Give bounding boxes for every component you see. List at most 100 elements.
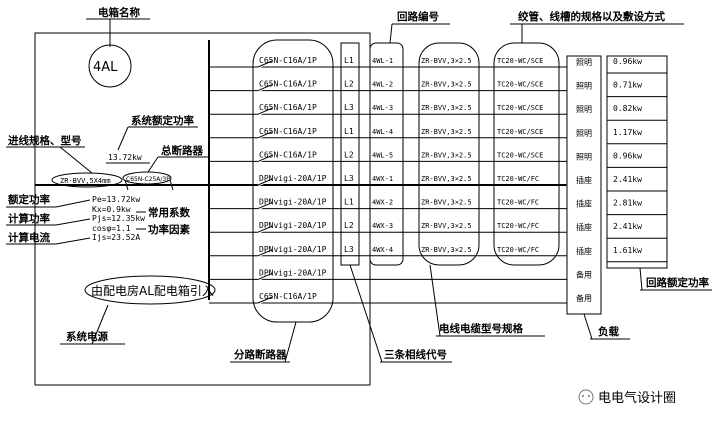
phase-code: L1 [344, 198, 354, 207]
breaker-switch [257, 202, 273, 210]
cable-model: ZR-BVV,3×2.5 [421, 81, 472, 89]
load-type: 备用 [576, 293, 592, 303]
system-power-value: 13.72kw [108, 153, 142, 162]
common-factor-label: 常用系数 [148, 206, 190, 219]
conduit-spec: TC20-WC/SCE [497, 128, 543, 136]
circuit-power: 1.17kw [613, 128, 642, 137]
conduit-spec: TC20-WC/SCE [497, 104, 543, 112]
breaker-switch [257, 249, 273, 257]
box-id: 4AL [93, 60, 118, 75]
phase-code: L3 [344, 245, 354, 254]
load-type: 插座 [576, 199, 592, 209]
cable-model-label: 电线电缆型号规格 [439, 322, 523, 335]
cable-model: ZR-BVV,3×2.5 [421, 104, 472, 112]
breaker-switch [257, 225, 273, 233]
cable-model: ZR-BVV,3×2.5 [421, 128, 472, 136]
circuit-power: 2.41kw [613, 175, 642, 184]
breaker-model: C65N-C16A/1P [259, 80, 317, 89]
phase-code: L2 [344, 150, 354, 159]
wire-spec-title: 绞管、线槽的规格以及敷设方式 [518, 10, 665, 23]
conduit-spec: TC20-WC/FC [497, 175, 539, 183]
watermark: 电电气设计圈 [598, 390, 676, 406]
breaker-model: C65N-C16A/1P [259, 150, 317, 159]
cable-model: ZR-BVV,3×2.5 [421, 57, 472, 65]
breaker-model: DPNvigi-20A/1P [259, 221, 327, 230]
conduit-frame [493, 42, 560, 266]
load-label: 负载 [598, 325, 619, 338]
load-type: 备用 [576, 269, 592, 279]
circuit-number: 4WX-1 [372, 175, 393, 183]
phase-code: L1 [344, 56, 354, 65]
box-id-circle [88, 44, 132, 88]
load-type: 照明 [576, 129, 592, 138]
cable-model-frame [418, 42, 480, 266]
conduit-spec: TC20-WC/SCE [497, 81, 543, 89]
circuit-power: 0.71kw [613, 81, 642, 90]
circuit-number: 4WL-4 [372, 128, 393, 136]
cable-model: ZR-BVV,3×2.5 [421, 222, 472, 230]
load-type: 照明 [576, 152, 592, 161]
cable-model: ZR-BVV,3×2.5 [421, 246, 472, 254]
breaker-switch [257, 154, 273, 162]
circuit-number: 4WX-2 [372, 199, 393, 207]
cable-model: ZR-BVV,3×2.5 [421, 199, 472, 207]
conduit-spec: TC20-WC/FC [497, 199, 539, 207]
cable-model: ZR-BVV,3×2.5 [421, 151, 472, 159]
circuit-number: 4WL-5 [372, 151, 393, 159]
conduit-spec: TC20-WC/FC [497, 222, 539, 230]
breaker-switch [257, 272, 273, 280]
cable-model: ZR-BVV,3×2.5 [421, 175, 472, 183]
conduit-spec: TC20-WC/SCE [497, 57, 543, 65]
circuit-number: 4WL-3 [372, 104, 393, 112]
box-name-label: 电箱名称 [98, 6, 140, 19]
circuit-power: 0.82kw [613, 104, 642, 113]
conduit-spec: TC20-WC/SCE [497, 151, 543, 159]
circuit-power: 0.96kw [613, 151, 642, 160]
breaker-model: C65N-C16A/1P [259, 127, 317, 136]
power-box [606, 55, 668, 269]
breaker-model: C65N-C16A/1P [259, 292, 317, 301]
kx-value: Kx=0.9kw [92, 205, 131, 214]
main-breaker-label: 总断路器 [161, 144, 203, 157]
rated-power-label: 额定功率 [7, 193, 50, 206]
incoming-spec-label: 进线规格、型号 [8, 134, 82, 147]
circuit-rated-power-label: 回路额定功率 [646, 276, 709, 289]
pjs-value: Pjs=12.35kw [92, 214, 145, 223]
breaker-switch [257, 60, 273, 68]
load-type: 照明 [576, 58, 592, 67]
circuit-power: 0.96kw [613, 57, 642, 66]
circuit-number: 4WX-4 [372, 246, 393, 254]
breaker-model: DPNvigi-20A/1P [259, 198, 327, 207]
load-type: 照明 [576, 105, 592, 114]
wechat-icon [578, 389, 594, 405]
circuit-power: 2.81kw [613, 199, 642, 208]
circuit-number-frame [369, 42, 404, 266]
power-factor-label: 功率因素 [148, 223, 190, 236]
load-type: 照明 [576, 82, 592, 91]
phase-code: L3 [344, 103, 354, 112]
load-type: 插座 [576, 175, 592, 185]
circuit-number: 4WL-2 [372, 81, 393, 89]
circuit-number: 4WL-1 [372, 57, 393, 65]
circuit-power: 1.61kw [613, 246, 642, 255]
cos-value: cosφ=1.1 [92, 224, 131, 233]
main-breaker-model: C65N-C25A/3P [126, 176, 170, 183]
incoming-cable: ZR-BVV,5X4mm [60, 177, 111, 185]
phase-code: L2 [344, 80, 354, 89]
pe-value: Pe=13.72kw [92, 195, 140, 204]
breaker-model: DPNvigi-20A/1P [259, 268, 327, 277]
breaker-switch [257, 131, 273, 139]
breaker-switch [257, 84, 273, 92]
breaker-model: DPNvigi-20A/1P [259, 174, 327, 183]
phase-code-label: 三条相线代号 [384, 348, 447, 361]
conduit-spec: TC20-WC/FC [497, 246, 539, 254]
breaker-switch [257, 107, 273, 115]
breaker-model: DPNvigi-20A/1P [259, 245, 327, 254]
breaker-switch [257, 178, 273, 186]
calc-power-label: 计算功率 [8, 212, 50, 225]
source-ellipse [84, 275, 216, 305]
incoming-cable-ellipse [51, 172, 123, 188]
breaker-model: C65N-C16A/1P [259, 103, 317, 112]
system-rated-power-label: 系统额定功率 [131, 114, 194, 127]
